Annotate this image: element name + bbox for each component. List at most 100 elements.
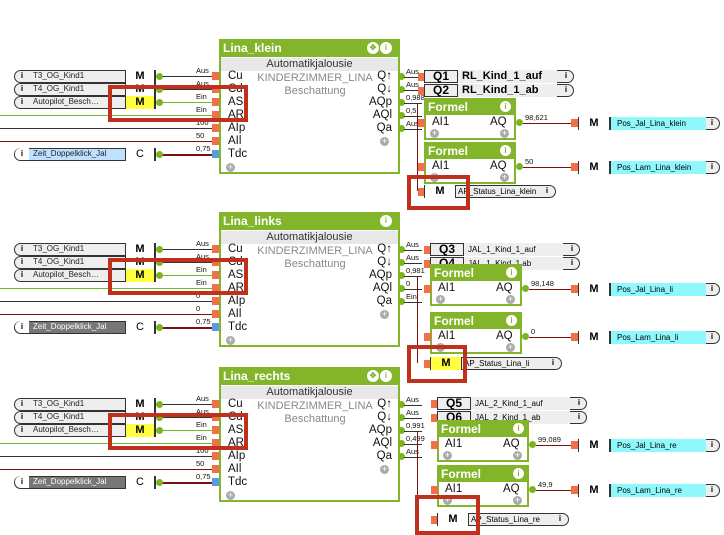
connector[interactable] bbox=[571, 333, 578, 341]
info-icon[interactable]: i bbox=[15, 321, 29, 333]
connector[interactable] bbox=[424, 360, 431, 368]
info-icon[interactable]: i bbox=[20, 84, 24, 93]
input-pin-connector[interactable] bbox=[212, 439, 219, 447]
connector[interactable] bbox=[516, 163, 523, 170]
info-icon[interactable]: i bbox=[564, 71, 568, 80]
info-icon[interactable]: i bbox=[380, 42, 392, 54]
info-icon[interactable]: i bbox=[564, 84, 568, 94]
connector[interactable] bbox=[156, 272, 163, 279]
info-icon[interactable]: i bbox=[710, 284, 714, 293]
connector[interactable] bbox=[571, 486, 578, 494]
add-input-icon[interactable]: + bbox=[443, 495, 452, 505]
connector[interactable] bbox=[529, 486, 536, 493]
add-output-icon[interactable]: + bbox=[513, 495, 522, 505]
info-icon[interactable]: i bbox=[506, 315, 517, 326]
memory-input-t3_og_kind1[interactable] bbox=[14, 398, 156, 411]
info-icon[interactable]: i bbox=[500, 101, 511, 112]
connector[interactable] bbox=[431, 486, 438, 494]
connector[interactable] bbox=[156, 324, 163, 331]
connector[interactable] bbox=[516, 119, 523, 126]
input-pin-connector[interactable] bbox=[212, 85, 219, 93]
info-icon[interactable]: i bbox=[20, 270, 24, 279]
output-pin-connector[interactable] bbox=[398, 86, 405, 93]
info-icon[interactable]: i bbox=[20, 244, 24, 253]
info-icon[interactable]: i bbox=[380, 215, 392, 227]
input-pin-connector[interactable] bbox=[212, 98, 219, 106]
connector[interactable] bbox=[424, 246, 431, 254]
info-icon[interactable]: i bbox=[513, 423, 524, 434]
constant-input[interactable] bbox=[14, 476, 156, 489]
output-pin-connector[interactable] bbox=[398, 112, 405, 119]
info-icon[interactable]: i bbox=[20, 71, 24, 80]
output-pin-connector[interactable] bbox=[398, 285, 405, 292]
input-pin-connector[interactable] bbox=[212, 124, 219, 132]
add-input-icon[interactable]: + bbox=[443, 450, 452, 460]
info-icon[interactable]: i bbox=[710, 440, 714, 449]
add-output-icon[interactable]: + bbox=[506, 294, 515, 304]
info-icon[interactable]: i bbox=[710, 485, 714, 494]
info-icon[interactable]: i bbox=[15, 148, 29, 160]
info-icon[interactable]: i bbox=[551, 358, 555, 367]
connector[interactable] bbox=[418, 73, 425, 81]
connector[interactable] bbox=[431, 400, 438, 408]
info-icon[interactable]: i bbox=[15, 476, 29, 488]
output-pin-connector[interactable] bbox=[398, 259, 405, 266]
output-pin-connector[interactable] bbox=[398, 99, 405, 106]
connector[interactable] bbox=[156, 73, 163, 80]
connector[interactable] bbox=[156, 414, 163, 421]
input-pin-connector[interactable] bbox=[212, 245, 219, 253]
info-icon[interactable]: i bbox=[710, 118, 714, 127]
info-icon[interactable]: i bbox=[20, 412, 24, 421]
output-pin-connector[interactable] bbox=[398, 125, 405, 132]
connector[interactable] bbox=[571, 119, 578, 127]
info-icon[interactable]: i bbox=[513, 468, 524, 479]
output-pin-connector[interactable] bbox=[398, 453, 405, 460]
input-pin-connector[interactable] bbox=[212, 271, 219, 279]
output-pin-connector[interactable] bbox=[398, 298, 405, 305]
info-icon[interactable]: i bbox=[506, 267, 517, 278]
connector[interactable] bbox=[522, 285, 529, 292]
info-icon[interactable]: i bbox=[710, 162, 714, 171]
add-input-icon[interactable]: + bbox=[430, 128, 439, 138]
info-icon[interactable]: i bbox=[570, 244, 574, 253]
input-pin-connector[interactable] bbox=[212, 413, 219, 421]
add-output-icon[interactable]: + bbox=[380, 309, 389, 319]
add-output-icon[interactable]: + bbox=[513, 450, 522, 460]
move-icon[interactable]: ✥ bbox=[367, 370, 379, 382]
output-pin-connector[interactable] bbox=[398, 272, 405, 279]
connector[interactable] bbox=[424, 333, 431, 341]
info-icon[interactable]: i bbox=[20, 425, 24, 434]
add-output-icon[interactable]: + bbox=[380, 136, 389, 146]
constant-input[interactable] bbox=[14, 148, 156, 161]
output-pin-connector[interactable] bbox=[398, 427, 405, 434]
connector[interactable] bbox=[571, 285, 578, 293]
input-pin-connector[interactable] bbox=[212, 310, 219, 318]
constant-input[interactable] bbox=[14, 321, 156, 334]
memory-input-t3_og_kind1[interactable] bbox=[14, 243, 156, 256]
info-icon[interactable]: i bbox=[500, 145, 511, 156]
input-pin-connector[interactable] bbox=[212, 452, 219, 460]
input-pin-connector[interactable] bbox=[212, 323, 219, 331]
connector[interactable] bbox=[156, 479, 163, 486]
add-output-icon[interactable]: + bbox=[380, 464, 389, 474]
connector[interactable] bbox=[424, 285, 431, 293]
connector[interactable] bbox=[522, 333, 529, 340]
connector[interactable] bbox=[156, 427, 163, 434]
info-icon[interactable]: i bbox=[545, 186, 549, 195]
info-icon[interactable]: i bbox=[570, 257, 574, 267]
memory-input-t3_og_kind1[interactable] bbox=[14, 70, 156, 83]
output-pin-connector[interactable] bbox=[398, 73, 405, 80]
add-output-icon[interactable]: + bbox=[500, 128, 509, 138]
info-icon[interactable]: i bbox=[20, 257, 24, 266]
info-icon[interactable]: i bbox=[577, 411, 581, 421]
add-output-icon[interactable]: + bbox=[500, 172, 509, 182]
input-pin-connector[interactable] bbox=[212, 258, 219, 266]
input-pin-connector[interactable] bbox=[212, 400, 219, 408]
connector[interactable] bbox=[431, 413, 438, 422]
add-input-icon[interactable]: + bbox=[436, 294, 445, 304]
input-pin-connector[interactable] bbox=[212, 72, 219, 80]
input-pin-connector[interactable] bbox=[212, 284, 219, 292]
input-pin-connector[interactable] bbox=[212, 150, 219, 158]
connector[interactable] bbox=[571, 163, 578, 171]
connector[interactable] bbox=[418, 163, 425, 171]
